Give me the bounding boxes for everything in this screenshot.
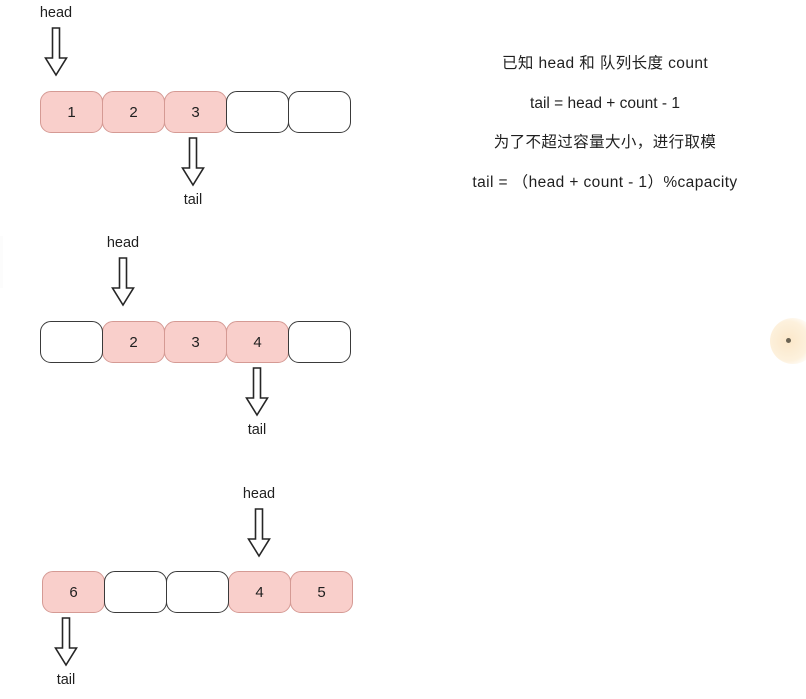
row-1-tail-label: tail	[183, 192, 203, 208]
row-1-cell-4	[288, 91, 351, 133]
left-edge-artifact	[0, 236, 3, 288]
explanation-line-1: 已知 head 和 队列长度 count	[501, 55, 709, 72]
arrow-down-hollow-icon	[181, 137, 205, 187]
cell-value: 4	[255, 583, 264, 601]
cell-value: 4	[253, 333, 262, 351]
row-1-head-label: head	[39, 5, 73, 21]
cell-value: 2	[129, 103, 138, 121]
row-1-tail-pointer: tail	[166, 137, 220, 208]
row-2-tail-pointer: tail	[230, 367, 284, 438]
row-2-head-pointer: head	[96, 236, 150, 307]
right-edge-badge-artifact	[770, 318, 806, 364]
arrow-down-hollow-icon	[247, 507, 271, 558]
arrow-down-hollow-icon	[111, 256, 135, 307]
row-3-cell-2	[166, 571, 229, 613]
cell-value: 6	[69, 583, 78, 601]
explanation-line-3: 为了不超过容量大小，进行取模	[493, 134, 717, 151]
row-1-queue: 1 2 3	[40, 91, 351, 135]
row-2-queue: 2 3 4	[40, 321, 351, 365]
row-3-head-pointer: head	[232, 487, 286, 558]
row-3-tail-pointer: tail	[39, 617, 93, 688]
arrow-down-hollow-icon	[245, 367, 269, 417]
explanation-line-4: tail = （head + count - 1）%capacity	[472, 173, 738, 191]
row-1-cell-0: 1	[40, 91, 103, 133]
cell-value: 3	[191, 103, 200, 121]
cell-value: 1	[67, 103, 76, 121]
row-1-cell-2: 3	[164, 91, 227, 133]
row-1-cell-1: 2	[102, 91, 165, 133]
row-2-cell-0	[40, 321, 103, 363]
explanation-line-2: tail = head + count - 1	[530, 94, 680, 112]
row-2-tail-label: tail	[247, 422, 267, 438]
row-3-cell-4: 5	[290, 571, 353, 613]
row-1-cell-3	[226, 91, 289, 133]
row-3-queue: 6 4 5	[42, 571, 353, 615]
row-3-cell-3: 4	[228, 571, 291, 613]
row-3-tail-label: tail	[56, 672, 76, 688]
arrow-down-hollow-icon	[54, 617, 78, 667]
row-2-cell-3: 4	[226, 321, 289, 363]
row-3-cell-0: 6	[42, 571, 105, 613]
row-2-cell-4	[288, 321, 351, 363]
row-3-cell-1	[104, 571, 167, 613]
row-2-cell-2: 3	[164, 321, 227, 363]
cell-value: 5	[317, 583, 326, 601]
row-2-head-label: head	[106, 235, 140, 251]
cell-value: 2	[129, 333, 138, 351]
row-1-head-pointer: head	[29, 6, 83, 77]
arrow-down-hollow-icon	[44, 26, 68, 77]
cell-value: 3	[191, 333, 200, 351]
row-2-cell-1: 2	[102, 321, 165, 363]
badge-dot-icon	[786, 338, 791, 343]
explanation-block: 已知 head 和 队列长度 count tail = head + count…	[404, 56, 806, 190]
row-3-head-label: head	[242, 486, 276, 502]
